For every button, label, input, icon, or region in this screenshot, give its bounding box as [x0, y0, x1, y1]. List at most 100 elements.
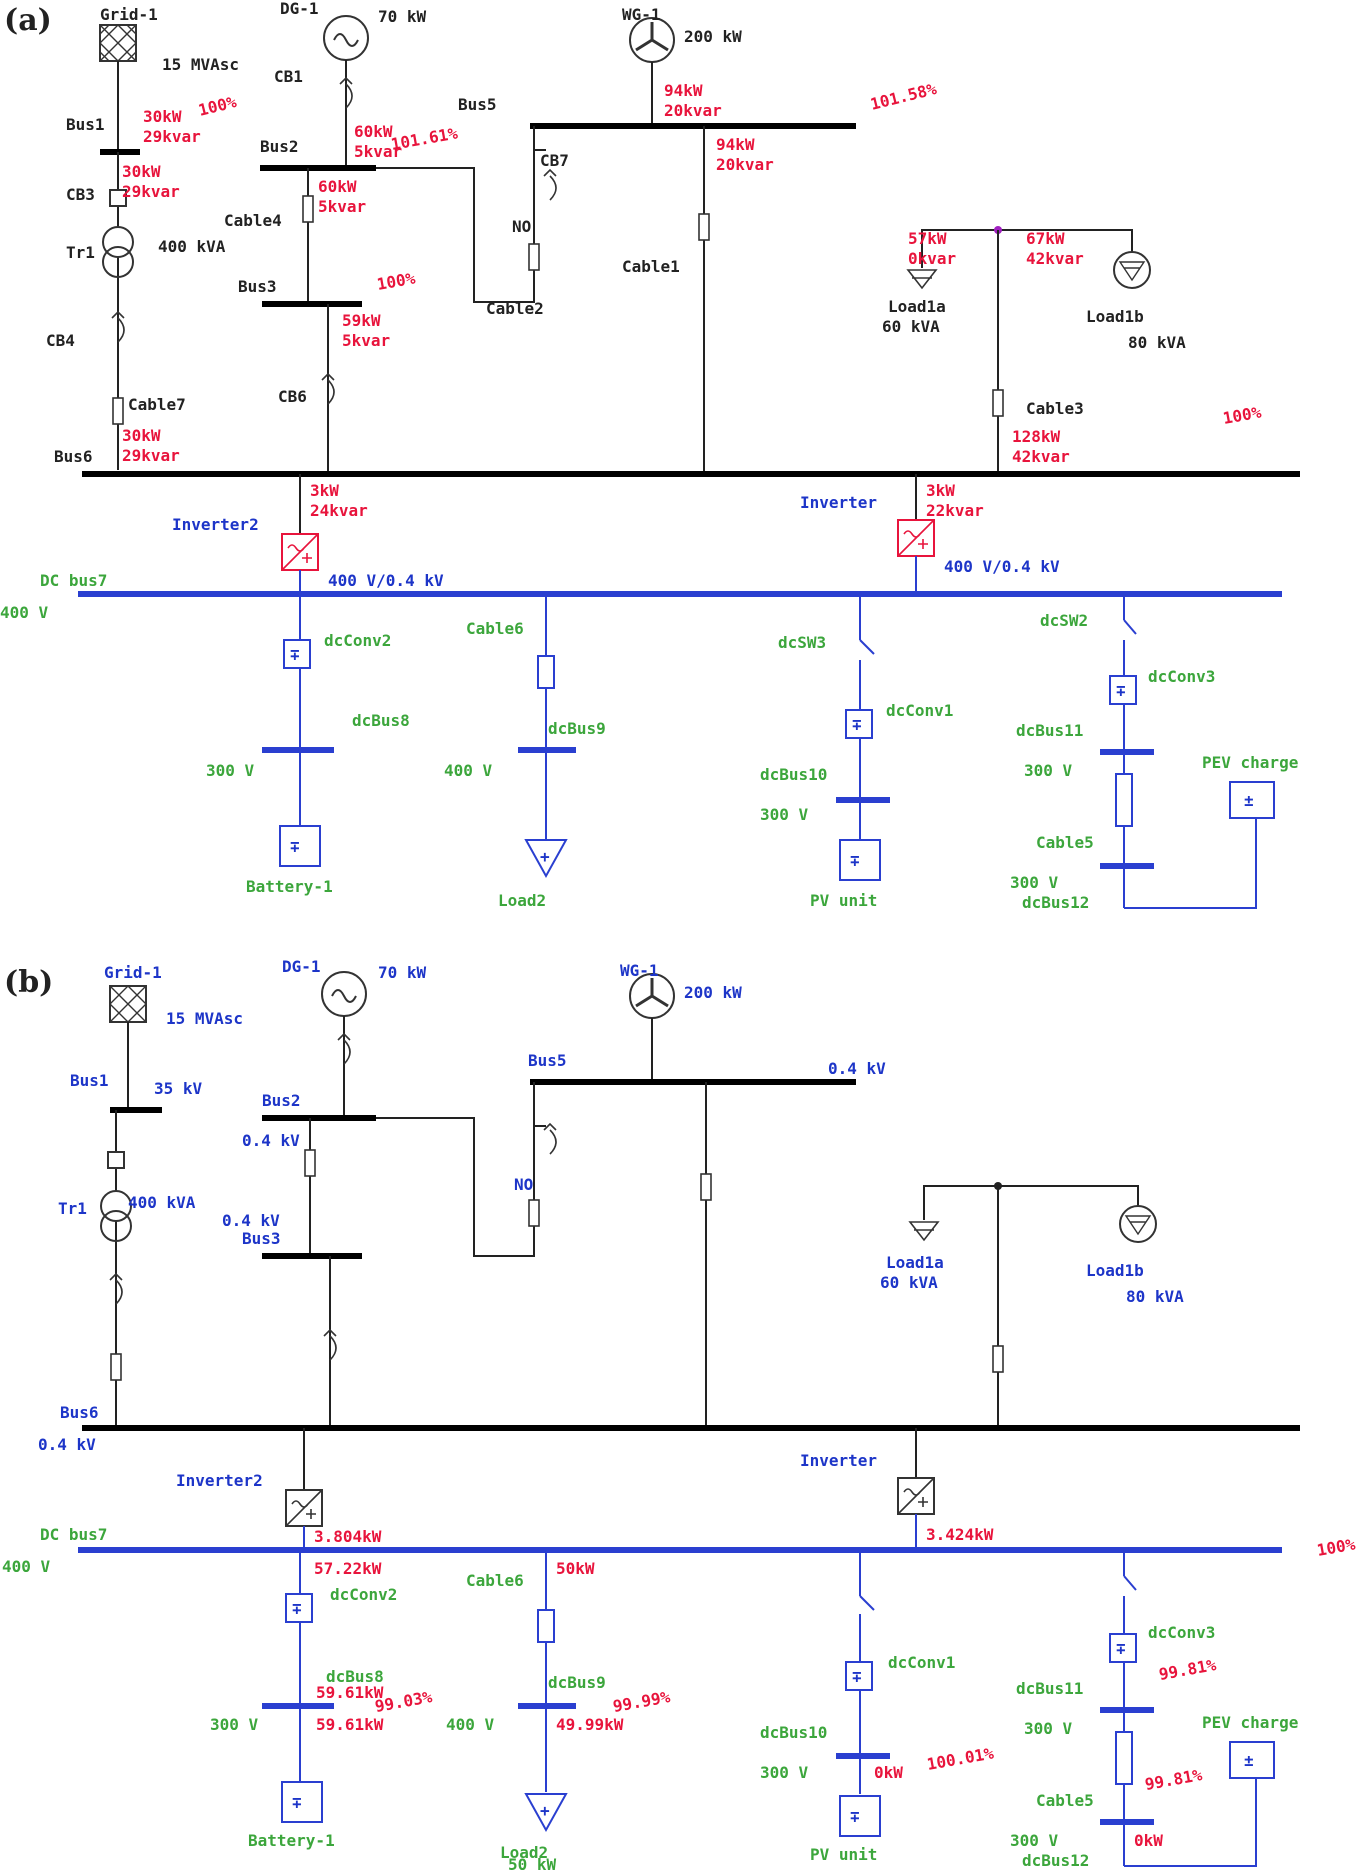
inverter2-label: Inverter2: [172, 515, 259, 534]
battery-symbol[interactable]: [281, 1781, 323, 1823]
dcbus10-label: dcBus10: [760, 765, 827, 784]
pev-charger-symbol[interactable]: [1229, 781, 1275, 819]
panel-b-label: (b): [4, 965, 53, 1000]
cable3-symbol[interactable]: [992, 389, 1004, 417]
cable5-symbol[interactable]: [1115, 1731, 1133, 1785]
no-label: NO: [512, 217, 531, 236]
flow-dcbus12: 0kW: [1134, 1831, 1163, 1850]
tr1-secondary-winding[interactable]: [102, 246, 134, 278]
bus5-voltage: 0.4 kV: [828, 1059, 886, 1078]
cable7-label: Cable7: [128, 395, 186, 414]
cable2-symbol[interactable]: [528, 243, 540, 271]
cb7-label: CB7: [540, 151, 569, 170]
load1b-motor[interactable]: [1119, 1205, 1157, 1243]
load-icon: +: [540, 847, 550, 866]
cable4-symbol[interactable]: [304, 1149, 316, 1177]
dg-1-label: DG-1: [282, 957, 321, 976]
flow-inv2-kvar: 24kvar: [310, 501, 368, 520]
pev-charge-label: PEV charge: [1202, 753, 1298, 772]
cable2-symbol[interactable]: [528, 1199, 540, 1227]
grid-1-source[interactable]: [99, 24, 137, 62]
dcconv1-label: dcConv1: [886, 701, 953, 720]
cb1-breaker[interactable]: [337, 1032, 351, 1065]
pev-charger-symbol[interactable]: [1229, 1741, 1275, 1779]
cable1-symbol[interactable]: [698, 213, 710, 241]
dcsw2-switch[interactable]: [1123, 619, 1137, 635]
load1b-rating: 80 kVA: [1128, 333, 1186, 352]
dcbus11-voltage: 300 V: [1024, 1719, 1073, 1738]
pv-icon: ∓: [850, 1807, 860, 1826]
cable7-symbol[interactable]: [112, 397, 124, 425]
dcconv3-symbol[interactable]: [1109, 675, 1137, 705]
pv-icon: ∓: [850, 851, 860, 870]
flow-dcbus9: 49.99kW: [556, 1715, 624, 1734]
cb6-breaker[interactable]: [321, 372, 335, 405]
cable4-symbol[interactable]: [302, 195, 314, 223]
flow-cable6: 50kW: [556, 1559, 595, 1578]
cb4-breaker[interactable]: [111, 310, 125, 343]
pv-unit-symbol[interactable]: [839, 1795, 881, 1837]
dg-1-label: DG-1: [280, 0, 319, 18]
wg-1-label: WG-1: [622, 5, 661, 24]
cable1-symbol[interactable]: [700, 1173, 712, 1201]
load2-symbol[interactable]: [524, 1793, 568, 1833]
flow-inv-kvar: 22kvar: [926, 501, 984, 520]
load1a-symbol[interactable]: [906, 269, 938, 290]
dcsw2-switch[interactable]: [1123, 1575, 1137, 1591]
cable6-symbol[interactable]: [537, 1609, 555, 1643]
bus5-label: Bus5: [458, 95, 497, 114]
cb1-label: CB1: [274, 67, 303, 86]
load-icon: [1124, 1215, 1152, 1236]
tr1-rating: 400 kVA: [128, 1193, 196, 1212]
converter-icon: ∓: [1116, 1639, 1126, 1658]
flow-load1a-kw: 57kW: [908, 229, 947, 248]
cb6-breaker[interactable]: [323, 1328, 337, 1361]
tr1-secondary-winding[interactable]: [100, 1210, 132, 1242]
pct-bus5: 101.58%: [868, 79, 938, 114]
cb3-breaker[interactable]: [109, 189, 127, 207]
dcconv3-symbol[interactable]: [1109, 1633, 1137, 1663]
dcbus10-voltage: 300 V: [760, 1763, 809, 1782]
bus5-label: Bus5: [528, 1051, 567, 1070]
cable7-symbol[interactable]: [110, 1353, 122, 1381]
pct-dcbus11: 99.81%: [1157, 1655, 1218, 1684]
dcbus11-voltage: 300 V: [1024, 761, 1073, 780]
cb4-breaker[interactable]: [109, 1272, 123, 1305]
cable5-symbol[interactable]: [1115, 773, 1133, 827]
bus6-label: Bus6: [54, 447, 93, 466]
grid-1-label: Grid-1: [104, 963, 162, 982]
cb1-breaker[interactable]: [339, 76, 353, 109]
dcbus7-voltage: 400 V: [2, 1557, 51, 1576]
flow-bus2-kw: 60kW: [318, 177, 357, 196]
battery-symbol[interactable]: [279, 825, 321, 867]
load1a-symbol[interactable]: [908, 1221, 940, 1242]
bus3-label: Bus3: [238, 277, 277, 296]
flow-inv2-kw: 3kW: [310, 481, 339, 500]
panel-b: (b) Grid-1 15 MVAsc Bus1 35 kV Tr1 400 k…: [2, 957, 1357, 1871]
converter-icon: ∓: [290, 645, 300, 664]
dcconv2-symbol[interactable]: [285, 1593, 313, 1623]
dcbus12-label: dcBus12: [1022, 893, 1089, 912]
pct-cable5: 99.81%: [1143, 1765, 1204, 1794]
dcconv2-symbol[interactable]: [283, 639, 311, 669]
cb3-breaker[interactable]: [107, 1151, 125, 1169]
flow-dg-kw: 60kW: [354, 122, 393, 141]
cable5-label: Cable5: [1036, 833, 1094, 852]
cable3-symbol[interactable]: [992, 1345, 1004, 1373]
inverter-icon: [281, 533, 319, 571]
cb7-breaker[interactable]: [543, 168, 557, 201]
grid-1-source[interactable]: [109, 985, 147, 1023]
dcconv1-symbol[interactable]: [845, 1661, 873, 1691]
cb7-breaker[interactable]: [543, 1122, 557, 1155]
inverter-label: Inverter: [800, 1451, 877, 1470]
pv-unit-symbol[interactable]: [839, 839, 881, 881]
cable6-symbol[interactable]: [537, 655, 555, 689]
load1b-motor[interactable]: [1113, 251, 1151, 289]
flow-dcbus10: 0kW: [874, 1763, 903, 1782]
flow-bus2-kvar: 5kvar: [318, 197, 366, 216]
dcconv1-symbol[interactable]: [845, 709, 873, 739]
dcsw3-switch[interactable]: [859, 639, 875, 655]
dcconv2-label: dcConv2: [324, 631, 391, 650]
dcsw3-switch[interactable]: [859, 1595, 875, 1611]
load2-symbol[interactable]: [524, 839, 568, 879]
